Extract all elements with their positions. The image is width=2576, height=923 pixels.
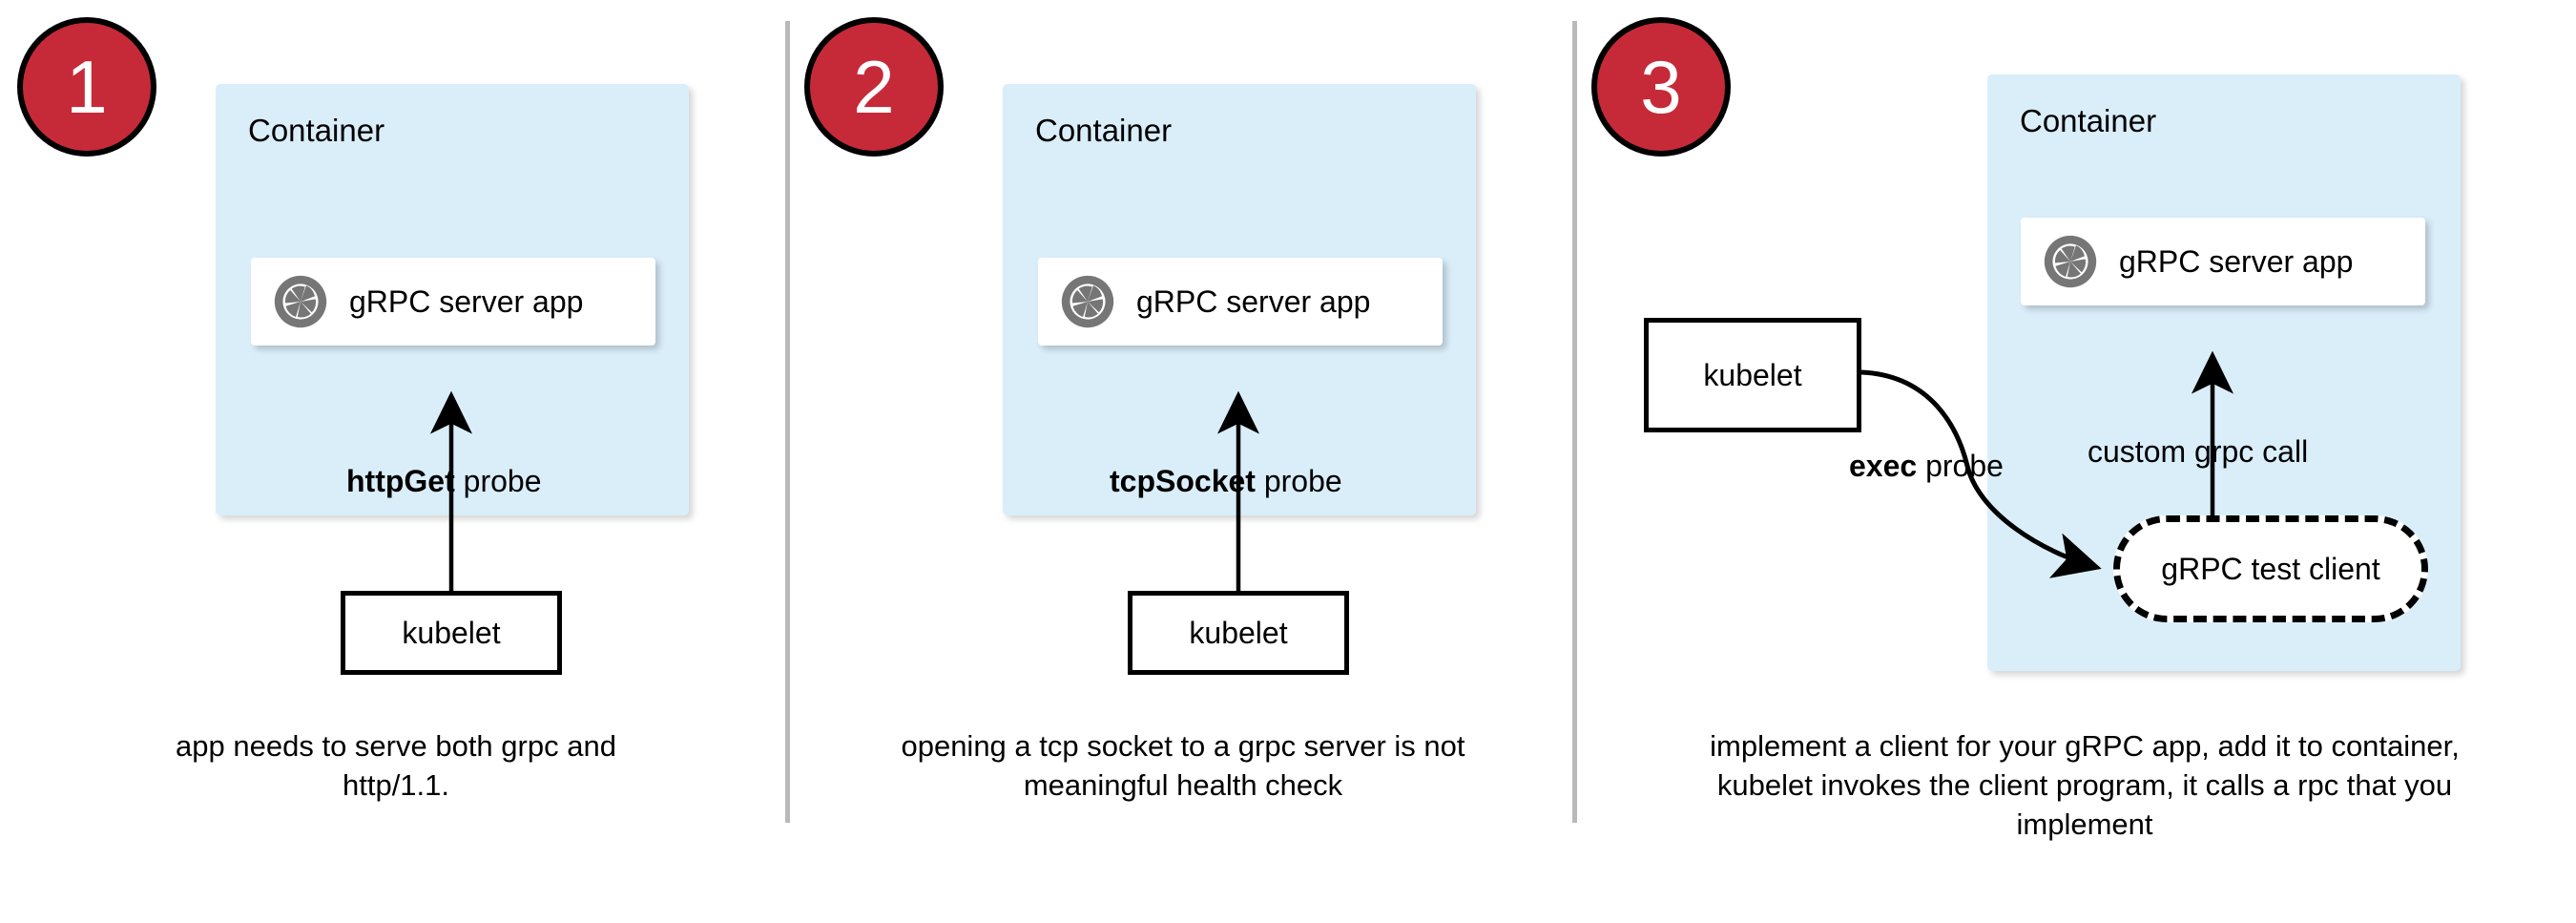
kubelet-box-1: kubelet [341,591,562,675]
probe-name-bold: tcpSocket [1110,464,1256,498]
kubelet-box-2: kubelet [1128,591,1349,675]
grpc-server-app-label: gRPC server app [2119,244,2354,279]
grpc-server-app-card-3: gRPC server app [2021,218,2425,305]
probe-name-rest: probe [454,464,542,498]
exec-probe-edge-label: exec probe [1849,451,2004,481]
panel-httpget-probe: 1 Container gRPC server app httpGet prob [0,0,787,923]
panel-divider-2 [1572,21,1577,823]
step-badge-number: 3 [1640,45,1682,129]
grpc-logo-icon [1061,275,1114,328]
step-badge-1: 1 [17,17,156,157]
custom-grpc-call-edge-label: custom grpc call [2088,434,2309,469]
step-badge-3: 3 [1591,17,1731,157]
panel-exec-probe: 3 Container gRPC server app kubel [1574,0,2576,923]
step-badge-number: 1 [66,45,108,129]
probe-name-rest: probe [1917,449,2004,483]
grpc-test-client-box: gRPC test client [2113,515,2428,622]
step-badge-2: 2 [804,17,944,157]
container-label: Container [248,113,385,148]
kubelet-label: kubelet [402,616,501,650]
panel-divider-1 [785,21,790,823]
grpc-server-app-card-2: gRPC server app [1038,258,1443,346]
kubelet-label: kubelet [1703,358,1802,392]
grpc-server-app-label: gRPC server app [1136,284,1371,319]
probe-name-bold: exec [1849,449,1918,483]
probe-name-bold: httpGet [346,464,455,498]
httpget-probe-edge-label: httpGet probe [346,466,541,496]
grpc-test-client-label: gRPC test client [2161,552,2380,586]
panel-tcpsocket-probe: 2 Container gRPC server app tcpSocket pr [787,0,1574,923]
grpc-server-app-card-1: gRPC server app [251,258,655,346]
kubelet-box-3: kubelet [1644,318,1861,432]
grpc-logo-icon [2044,235,2097,288]
caption-2: opening a tcp socket to a grpc server is… [901,729,1465,802]
caption-1: app needs to serve both grpc and http/1.… [176,729,616,802]
grpc-logo-icon [274,275,327,328]
kubelet-label: kubelet [1189,616,1288,650]
caption-3: implement a client for your gRPC app, ad… [1710,729,2460,841]
tcpsocket-probe-edge-label: tcpSocket probe [1110,466,1342,496]
grpc-server-app-label: gRPC server app [349,284,584,319]
container-label: Container [1035,113,1173,148]
probe-name-rest: probe [1255,464,1342,498]
step-badge-number: 2 [853,45,895,129]
container-label: Container [2020,103,2157,138]
